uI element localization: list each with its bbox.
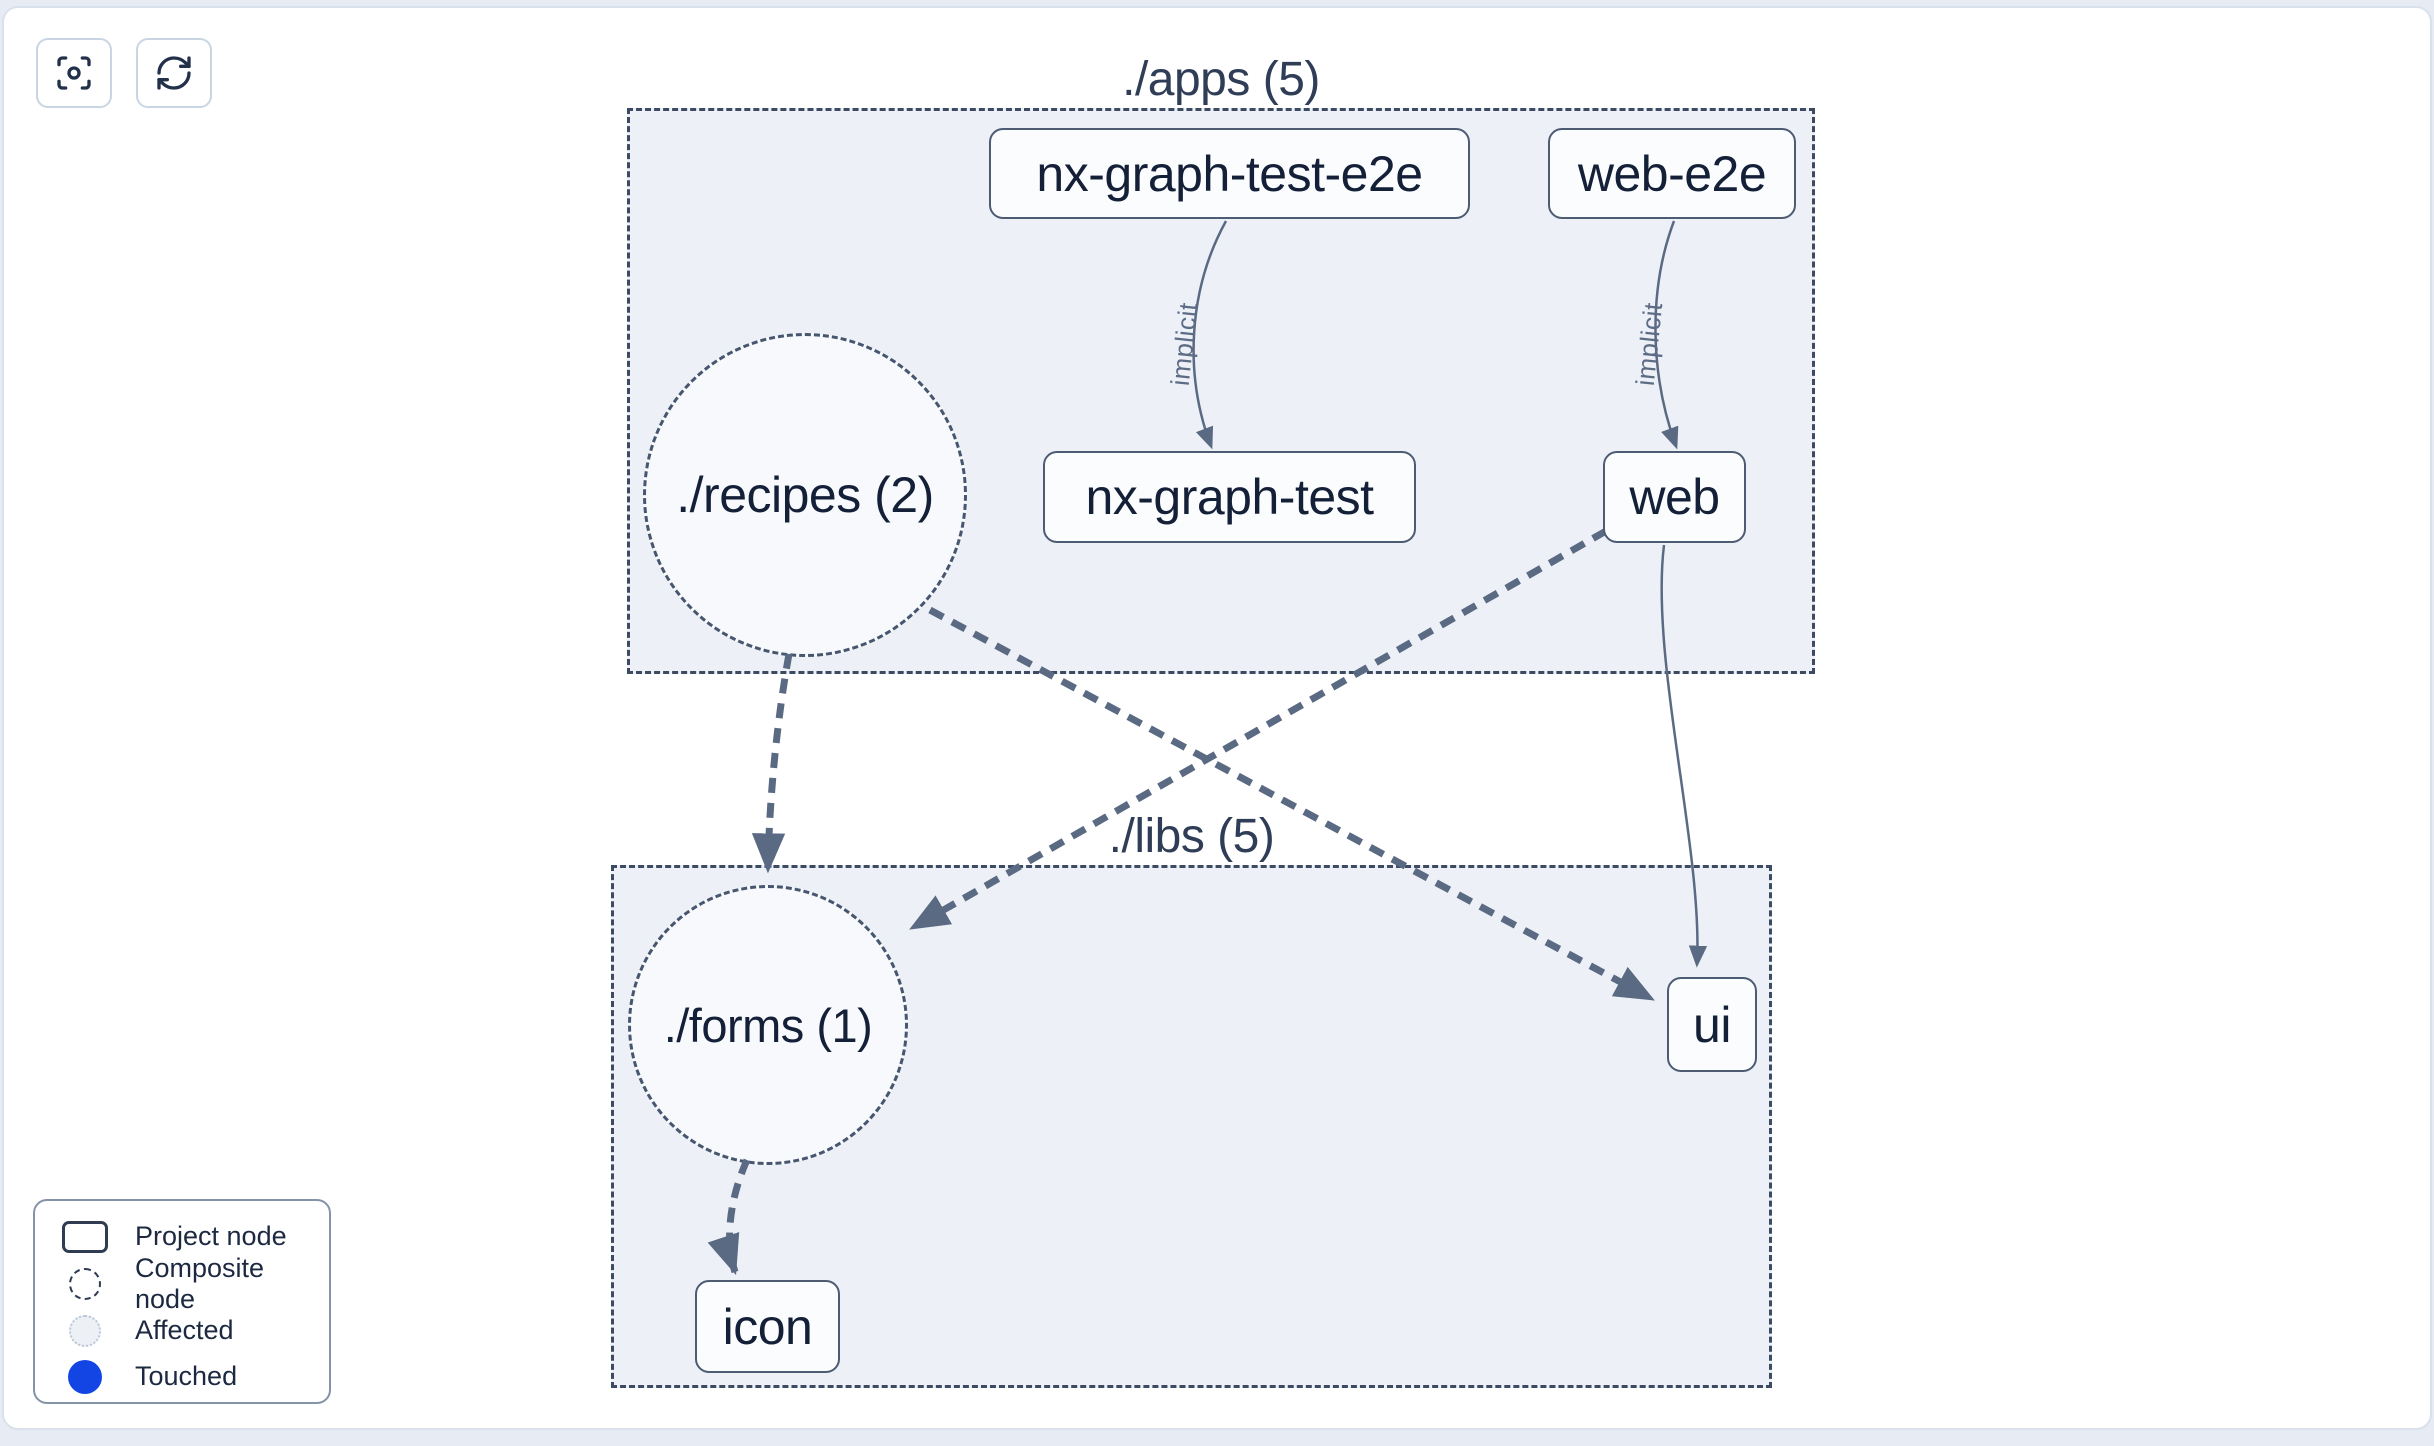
project-node-nx-graph-test-e2e-label: nx-graph-test-e2e — [1036, 145, 1423, 202]
project-node-nx-graph-test-label: nx-graph-test — [1085, 469, 1374, 525]
composite-node-forms[interactable]: ./forms (1) — [628, 885, 908, 1165]
composite-node-recipes-label: ./recipes (2) — [676, 467, 934, 523]
project-node-ui[interactable]: ui — [1667, 977, 1757, 1072]
composite-node-recipes[interactable]: ./recipes (2) — [643, 333, 967, 657]
legend-row-affected: Affected — [35, 1307, 329, 1354]
composite-node-forms-label: ./forms (1) — [663, 998, 873, 1052]
legend-label-touched: Touched — [135, 1361, 238, 1391]
project-node-ui-label: ui — [1693, 996, 1731, 1053]
project-node-icon-label: icon — [722, 1298, 813, 1355]
legend-row-project-node: Project node — [35, 1213, 329, 1260]
focus-crosshair-icon — [54, 53, 94, 93]
project-node-nx-graph-test[interactable]: nx-graph-test — [1043, 451, 1416, 543]
legend-row-touched: Touched — [35, 1353, 329, 1400]
legend-row-composite-node: Composite node — [35, 1253, 329, 1314]
legend-label-composite-node: Composite node — [135, 1252, 265, 1314]
project-node-web-e2e[interactable]: web-e2e — [1548, 128, 1796, 219]
project-node-web[interactable]: web — [1603, 451, 1746, 543]
legend-label-project-node: Project node — [135, 1221, 287, 1251]
apps-group-title: ./apps (5) — [1122, 53, 1320, 106]
refresh-button[interactable] — [136, 38, 212, 108]
affected-icon — [69, 1314, 101, 1347]
composite-node-icon — [69, 1267, 101, 1300]
touched-icon — [68, 1359, 102, 1394]
project-node-web-e2e-label: web-e2e — [1577, 145, 1767, 202]
project-node-icon — [62, 1220, 108, 1253]
refresh-icon — [154, 53, 194, 93]
libs-group-title: ./libs (5) — [1108, 810, 1275, 863]
project-node-icon[interactable]: icon — [695, 1280, 840, 1373]
legend-label-affected: Affected — [135, 1315, 234, 1345]
project-node-web-label: web — [1629, 469, 1720, 525]
project-node-nx-graph-test-e2e[interactable]: nx-graph-test-e2e — [989, 128, 1470, 219]
legend: Project node Composite node Affected Tou… — [33, 1199, 331, 1404]
focus-button[interactable] — [36, 38, 112, 108]
